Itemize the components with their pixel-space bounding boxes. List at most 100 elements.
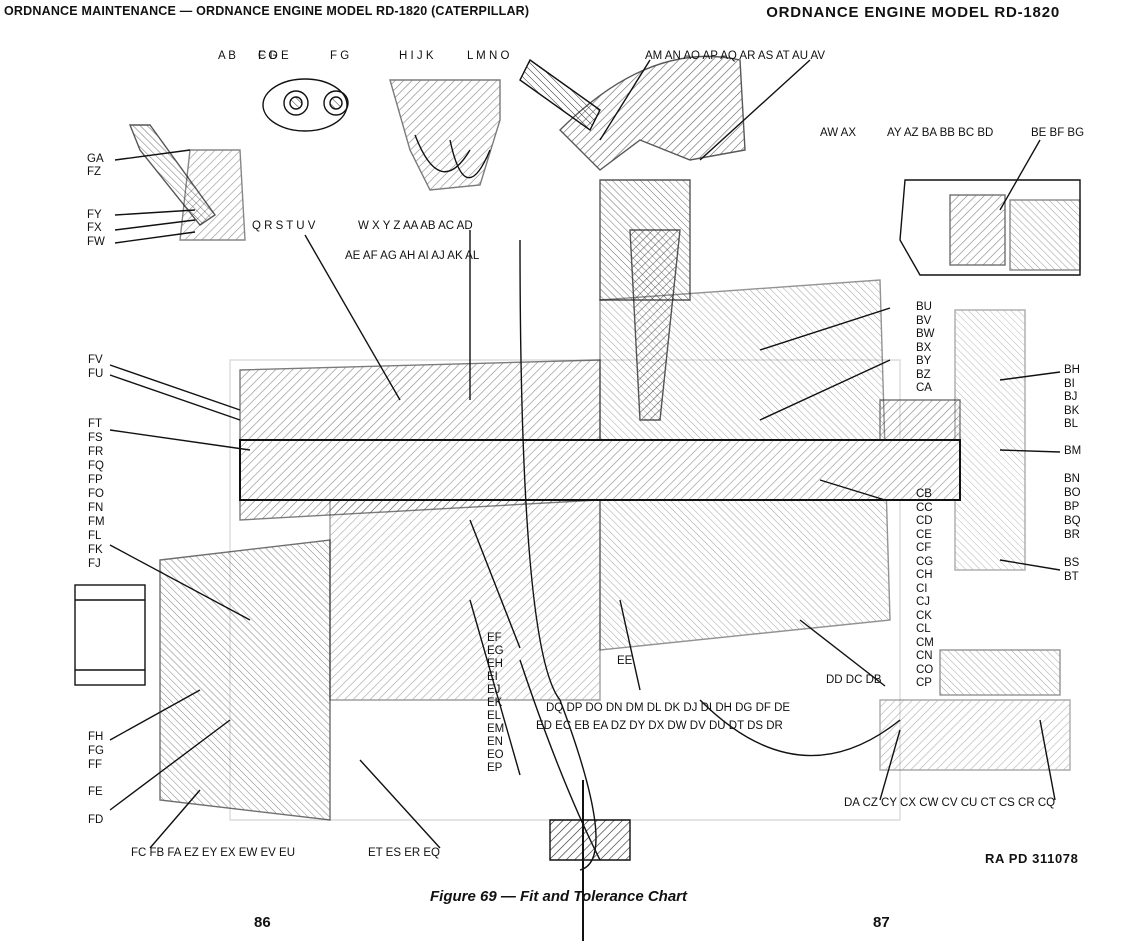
inset-detail-drawings	[128, 55, 1081, 771]
callout-ck: CK	[916, 609, 932, 622]
callout-bz: BZ	[916, 368, 931, 381]
right-callout-column-bu: BU BV BW BX BY BZ CA	[916, 301, 935, 396]
callout-bt: BT	[1064, 571, 1079, 583]
callout-bx: BX	[916, 341, 932, 354]
callout-top-cde: F G	[258, 50, 278, 62]
callout-row-ed: ED EC EB EA DZ DY DX DW DV DU DT DS DR	[536, 720, 783, 732]
callout-row2-w-ad: W X Y Z AA AB AC AD	[358, 220, 473, 232]
callout-bi: BI	[1064, 377, 1075, 390]
callout-ff: FF	[88, 759, 103, 771]
callout-fg: FG	[88, 745, 104, 757]
callout-fy: FY	[87, 209, 102, 221]
callout-bottom-mid: ET ES ER EQ	[368, 847, 441, 859]
callout-eh: EH	[487, 658, 503, 670]
callout-fq: FQ	[88, 460, 104, 472]
callout-bh: BH	[1064, 364, 1080, 376]
callout-ft: FT	[88, 418, 103, 430]
callout-cl: CL	[916, 623, 931, 635]
callout-by: BY	[916, 355, 932, 367]
callout-fj: FJ	[88, 558, 101, 570]
callout-fm: FM	[88, 516, 105, 528]
callout-ee: EE	[617, 655, 633, 667]
figure-caption: Figure 69 — Fit and Tolerance Chart	[430, 888, 687, 905]
callout-fs: FS	[88, 432, 103, 444]
far-right-callout-column-bn: BN BO BP BQ BR	[1064, 473, 1081, 543]
callout-top-be-bg: BE BF BG	[1031, 127, 1085, 139]
callout-bj: BJ	[1064, 391, 1078, 403]
callout-top-aw-ax: AW AX	[820, 127, 856, 139]
callout-ef: EF	[487, 632, 502, 644]
callout-fv: FV	[88, 354, 103, 366]
callout-ga: GA	[87, 153, 104, 165]
callout-bq: BQ	[1064, 515, 1081, 527]
callout-eg: EG	[487, 645, 504, 657]
callout-ek: EK	[487, 697, 503, 709]
callout-top-fg: F G	[330, 50, 350, 62]
callout-br: BR	[1064, 529, 1080, 541]
callout-bv: BV	[916, 314, 932, 327]
right-callout-column-cb: CB CC CD CE CF CG CH CI CJ CK CL CM CN C…	[916, 488, 934, 691]
callout-ej: EJ	[487, 684, 501, 696]
callout-fh: FH	[88, 731, 104, 743]
callout-bm: BM	[1064, 445, 1082, 457]
page-gutter	[582, 780, 584, 941]
callout-fn: FN	[88, 502, 104, 514]
callout-el: EL	[487, 710, 502, 722]
callout-bu: BU	[916, 301, 932, 313]
callout-co: CO	[916, 663, 934, 676]
callout-top-lmno: L M N O	[467, 50, 510, 62]
callout-bp: BP	[1064, 501, 1080, 513]
callout-bn: BN	[1064, 473, 1080, 485]
callout-fz: FZ	[87, 166, 102, 178]
callout-em: EM	[487, 723, 505, 735]
callout-top-am-av: AM AN AO AP AQ AR AS AT AU AV	[645, 50, 826, 62]
callout-cb: CB	[916, 488, 932, 500]
callout-top-ay-bd: AY AZ BA BB BC BD	[887, 127, 994, 139]
page-number-left: 86	[254, 914, 271, 931]
callout-ce: CE	[916, 528, 932, 541]
callout-fu: FU	[88, 368, 104, 380]
callout-ch: CH	[916, 569, 933, 581]
callout-row-dq: DQ DP DO DN DM DL DK DJ DI DH DG DF DE	[546, 702, 791, 714]
callout-cn: CN	[916, 650, 933, 662]
callout-eo: EO	[487, 749, 504, 761]
callout-cp: CP	[916, 677, 932, 689]
page-number-right: 87	[873, 914, 890, 931]
callout-bo: BO	[1064, 487, 1081, 499]
callout-fl: FL	[88, 530, 102, 542]
callout-row3-ae-al: AE AF AG AH AI AJ AK AL	[345, 250, 480, 262]
callout-top-ab: A B	[218, 50, 236, 62]
callout-bottom-right: DA CZ CY CX CW CV CU CT CS CR CQ	[844, 797, 1056, 809]
callout-fk: FK	[88, 544, 103, 556]
left-callout-column: FT FS FR FQ FP FO FN FM FL FK FJ	[88, 418, 105, 572]
callout-cm: CM	[916, 636, 934, 649]
callout-ci: CI	[916, 582, 928, 595]
callout-cj: CJ	[916, 596, 931, 608]
callout-fo: FO	[88, 488, 104, 500]
figure-reference: RA PD 311078	[985, 851, 1079, 866]
callout-ep: EP	[487, 762, 503, 774]
callout-bk: BK	[1064, 404, 1080, 417]
callout-en: EN	[487, 736, 503, 748]
callout-fe: FE	[88, 786, 103, 798]
callout-top-hijk: H I J K	[399, 50, 434, 62]
callout-bl: BL	[1064, 418, 1079, 430]
callout-fp: FP	[88, 474, 103, 486]
callout-dd-db: DD DC DB	[826, 674, 882, 686]
far-right-callout-column: BH BI BJ BK BL	[1064, 364, 1080, 432]
callout-bw: BW	[916, 328, 935, 340]
callout-fw: FW	[87, 236, 105, 248]
callout-row2-q-v: Q R S T U V	[252, 220, 316, 232]
callout-cd: CD	[916, 515, 933, 527]
callout-cc: CC	[916, 501, 933, 514]
left-page-header: ORDNANCE MAINTENANCE — ORDNANCE ENGINE M…	[4, 4, 530, 18]
callout-fr: FR	[88, 446, 104, 458]
callout-ca: CA	[916, 382, 932, 394]
callout-fd: FD	[88, 814, 104, 826]
callout-bs: BS	[1064, 557, 1080, 569]
callout-cf: CF	[916, 542, 932, 554]
callout-cg: CG	[916, 555, 934, 568]
callout-top-cde2: C D E	[258, 50, 289, 62]
callout-fx: FX	[87, 222, 102, 234]
